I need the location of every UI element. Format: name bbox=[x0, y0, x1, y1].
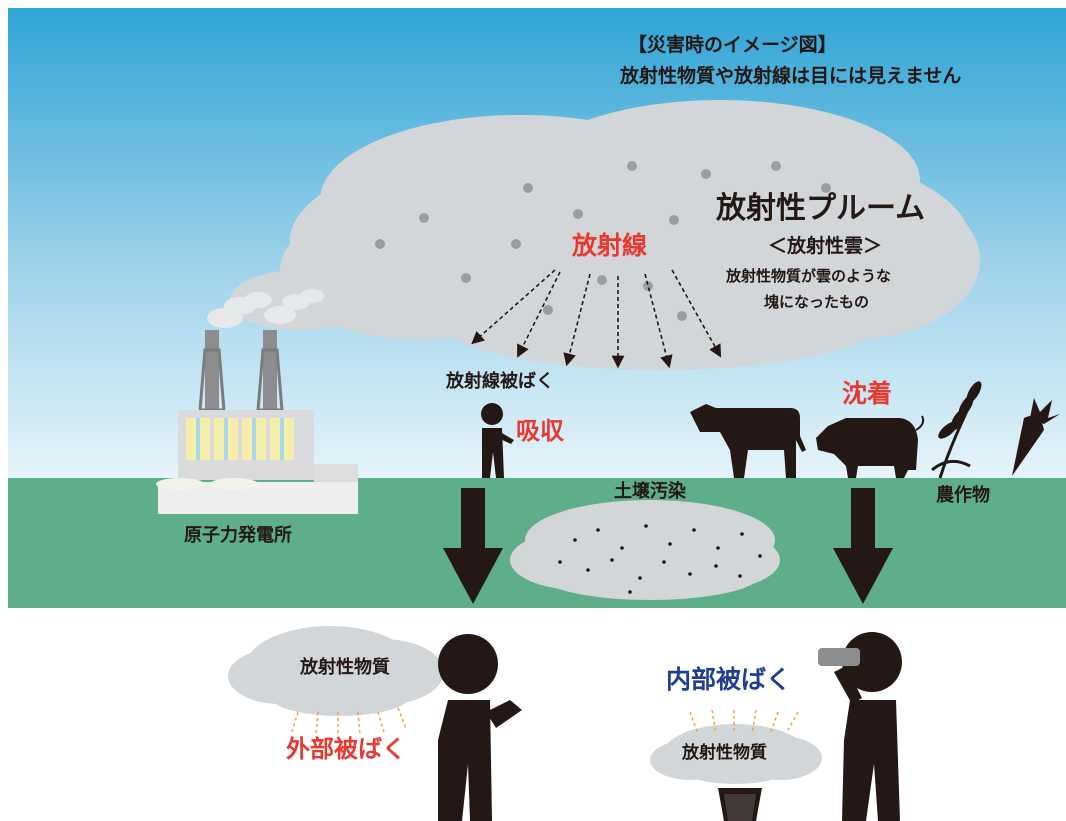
radiation-rays bbox=[471, 269, 722, 369]
cow-silhouette-icon bbox=[690, 404, 806, 478]
soil-particles bbox=[558, 524, 762, 594]
wheat-icon bbox=[931, 381, 982, 479]
carrot-icon bbox=[1012, 398, 1060, 476]
person-silhouette-icon bbox=[438, 634, 522, 821]
nuclear-plant-icon bbox=[156, 330, 358, 514]
orange-rays-left bbox=[291, 707, 407, 736]
radioactive-material-left-label: 放射性物質 bbox=[300, 657, 390, 678]
plume-particles bbox=[375, 161, 831, 321]
crops-label: 農作物 bbox=[936, 485, 990, 506]
plume-desc-line1: 放射性物質が雲のような bbox=[726, 267, 892, 285]
radioactive-material-right-label: 放射性物質 bbox=[682, 743, 767, 763]
person-silhouette-icon bbox=[834, 632, 902, 821]
down-arrow-icon bbox=[833, 488, 893, 604]
power-plant-label: 原子力発電所 bbox=[184, 525, 292, 546]
deposition-label: 沈着 bbox=[842, 379, 893, 408]
radiation-exposure-label: 放射線被ばく bbox=[446, 371, 554, 392]
plant-smoke bbox=[207, 289, 324, 328]
person-silhouette-icon bbox=[481, 403, 514, 478]
glass-icon bbox=[724, 794, 756, 821]
radioactive-cloud-left bbox=[228, 626, 444, 716]
plume-desc-line2: 塊になったもの bbox=[764, 293, 870, 311]
pig-silhouette-icon bbox=[816, 415, 925, 478]
down-arrow-icon bbox=[443, 488, 503, 604]
plume-title: 放射性プルーム bbox=[716, 191, 926, 226]
external-exposure-label: 外部被ばく bbox=[286, 735, 406, 763]
soil-contamination-label: 土壌汚染 bbox=[614, 481, 686, 502]
absorption-label: 吸収 bbox=[516, 417, 564, 445]
glass-icon bbox=[718, 788, 762, 821]
internal-exposure-label: 内部被ばく bbox=[666, 665, 792, 694]
orange-rays-right bbox=[689, 709, 799, 735]
plume-subtitle: ＜放射性雲＞ bbox=[768, 235, 883, 257]
header-line2: 放射性物質や放射線は目には見えません bbox=[620, 65, 962, 87]
radioactive-cloud-right bbox=[650, 724, 822, 784]
radiation-label: 放射線 bbox=[572, 231, 648, 260]
cup-in-hand bbox=[818, 648, 860, 666]
header-line1: 【災害時のイメージ図】 bbox=[628, 34, 837, 56]
plume-cloud bbox=[230, 100, 980, 370]
soil-contamination-patch bbox=[510, 500, 780, 600]
